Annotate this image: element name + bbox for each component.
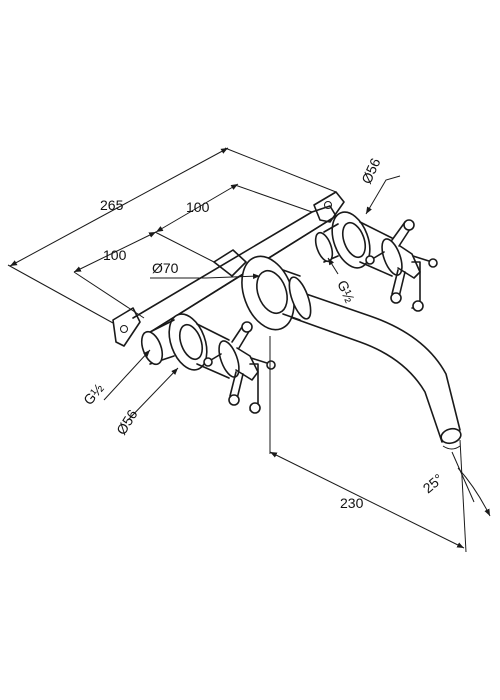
right-handle [314,211,438,312]
label-left-thread: G½ [80,380,107,408]
spout [275,285,462,450]
leader-thread-right [327,257,339,275]
label-right-handle-offset: 100 [186,199,210,215]
label-flange-diameter: Ø70 [152,260,179,276]
label-spout-projection: 230 [340,495,364,511]
label-spout-angle: 25° [420,470,447,496]
mounting-bracket [112,191,345,347]
leader-thread-left [103,349,151,401]
leader-diameter-56-left [127,367,179,421]
dim-line-100-right [155,183,239,233]
label-overall-width: 265 [100,197,124,213]
dim-line-230 [269,451,465,549]
extension-lines [7,147,467,553]
dim-line-265 [9,147,229,267]
label-right-handle-diameter: Ø56 [358,155,383,186]
leader-diameter-70 [150,273,261,280]
dim-line-100-left [73,231,157,273]
dimension-labels: 265 100 100 Ø70 Ø56 G½ G½ Ø56 230 25° [80,155,446,511]
left-handle [140,313,276,414]
label-right-thread: G½ [334,278,358,305]
leader-diameter-56-right [365,175,401,215]
label-left-handle-offset: 100 [103,247,127,263]
dimension-lines [9,147,491,549]
